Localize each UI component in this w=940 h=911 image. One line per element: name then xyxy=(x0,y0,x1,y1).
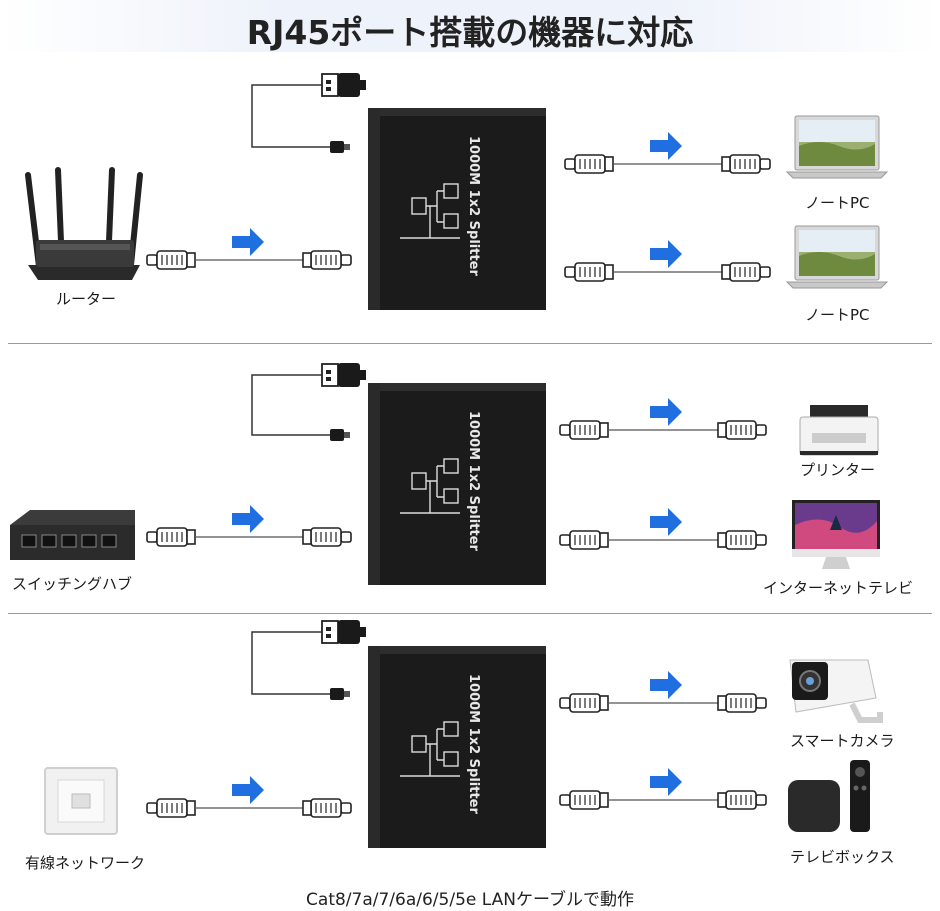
switch-hub-icon xyxy=(10,510,135,560)
rj45-plug-icon xyxy=(303,528,351,546)
rj45-plug-icon xyxy=(303,799,351,817)
laptop-icon xyxy=(786,115,888,179)
arrow-right-icon xyxy=(232,228,264,256)
rj45-plug-icon xyxy=(559,790,609,810)
source-label: ルーター xyxy=(56,290,117,308)
arrow-right-icon xyxy=(650,508,682,536)
rj45-plug-icon xyxy=(718,791,766,809)
rj45-plug-icon xyxy=(722,155,770,173)
micro-usb-plug-icon xyxy=(330,141,350,153)
panel-router: 1000M 1x2 Splitter ルーター ノートPC ノートPC xyxy=(0,60,940,350)
panel-switch: 1000M 1x2 Splitter スイッチングハブ プリンター インターネッ… xyxy=(0,355,940,645)
panel-3-graphics xyxy=(44,619,883,848)
header-band: RJ45ポート搭載の機器に対応 xyxy=(0,0,940,52)
usb-plug-icon xyxy=(321,362,367,388)
device-label: ノートPC xyxy=(805,194,870,212)
section-divider xyxy=(8,343,932,344)
source-label: スイッチングハブ xyxy=(12,575,133,593)
device-label: インターネットテレビ xyxy=(763,579,914,597)
rj45-plug-icon xyxy=(718,694,766,712)
source-label: 有線ネットワーク xyxy=(25,854,146,872)
micro-usb-plug-icon xyxy=(330,688,350,700)
arrow-right-icon xyxy=(650,240,682,268)
device-label: ノートPC xyxy=(805,306,870,324)
rj45-plug-icon xyxy=(146,250,196,270)
arrow-right-icon xyxy=(650,671,682,699)
tv-box-icon xyxy=(788,760,870,832)
arrow-right-icon xyxy=(232,505,264,533)
rj45-plug-icon xyxy=(722,263,770,281)
splitter-label: 1000M 1x2 Splitter xyxy=(466,674,481,814)
rj45-plug-icon xyxy=(564,154,614,174)
device-label: テレビボックス xyxy=(790,848,895,866)
panel-2-graphics xyxy=(10,362,880,585)
rj45-plug-icon xyxy=(303,251,351,269)
arrow-right-icon xyxy=(650,132,682,160)
splitter-box-icon xyxy=(368,646,546,848)
splitter-label: 1000M 1x2 Splitter xyxy=(466,136,481,276)
panel-1-graphics xyxy=(25,72,888,310)
footer-note: Cat8/7a/7/6a/6/5/5e LANケーブルで動作 xyxy=(306,890,634,910)
usb-plug-icon xyxy=(321,619,367,645)
usb-plug-icon xyxy=(321,72,367,98)
page-title: RJ45ポート搭載の機器に対応 xyxy=(246,13,694,52)
splitter-label: 1000M 1x2 Splitter xyxy=(466,411,481,551)
camera-icon xyxy=(789,659,883,723)
rj45-plug-icon xyxy=(564,262,614,282)
rj45-plug-icon xyxy=(146,527,196,547)
splitter-box-icon xyxy=(368,108,546,310)
arrow-right-icon xyxy=(232,776,264,804)
device-label: プリンター xyxy=(800,461,876,479)
device-label: スマートカメラ xyxy=(790,732,895,750)
panel-wired-network: 1000M 1x2 Splitter 有線ネットワーク スマートカメラ テレビボ… xyxy=(0,619,940,910)
section-divider xyxy=(8,613,932,614)
micro-usb-plug-icon xyxy=(330,429,350,441)
wall-jack-icon xyxy=(44,767,118,835)
rj45-plug-icon xyxy=(718,421,766,439)
rj45-plug-icon xyxy=(559,693,609,713)
rj45-plug-icon xyxy=(718,531,766,549)
rj45-plug-icon xyxy=(146,798,196,818)
rj45-plug-icon xyxy=(559,530,609,550)
router-icon xyxy=(25,167,143,280)
printer-icon xyxy=(799,405,879,456)
splitter-box-icon xyxy=(368,383,546,585)
arrow-right-icon xyxy=(650,768,682,796)
laptop-icon xyxy=(786,225,888,289)
rj45-plug-icon xyxy=(559,420,609,440)
monitor-icon xyxy=(792,500,880,569)
arrow-right-icon xyxy=(650,398,682,426)
